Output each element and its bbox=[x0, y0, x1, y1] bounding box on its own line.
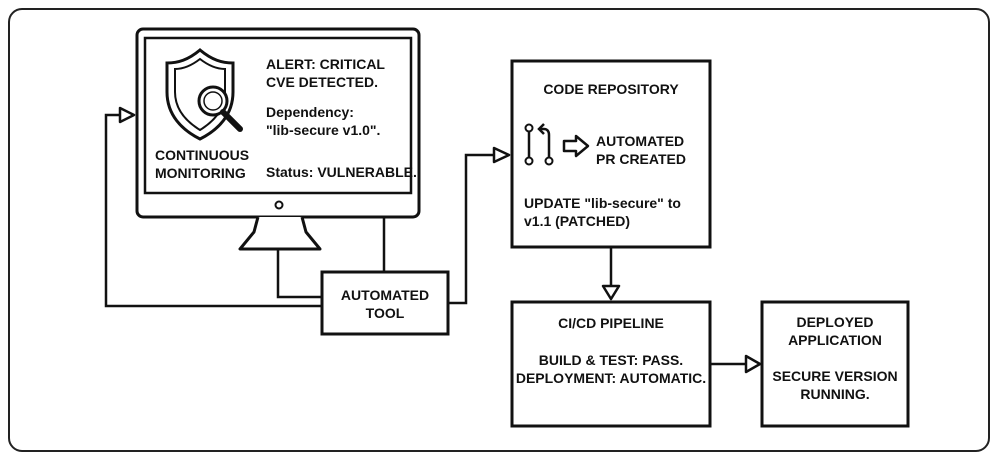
cicd-pipeline-title: CI/CD PIPELINE bbox=[558, 315, 664, 331]
deployed-application-box bbox=[760, 300, 910, 428]
code-repository-title: CODE REPOSITORY bbox=[543, 81, 679, 97]
monitor-stand bbox=[238, 216, 322, 251]
diagram-frame bbox=[8, 8, 990, 452]
power-button-icon bbox=[274, 200, 284, 210]
connector-tool-to-monitor bbox=[104, 113, 322, 308]
code-repository-box bbox=[510, 59, 712, 249]
cicd-pipeline-details: BUILD & TEST: PASS. DEPLOYMENT: AUTOMATI… bbox=[515, 352, 707, 386]
arrow-right-icon bbox=[562, 134, 590, 158]
automated-tool-label: AUTOMATED TOOL bbox=[340, 287, 430, 321]
connector-tool-to-repo bbox=[448, 153, 494, 305]
connector-monitor-to-tool-left bbox=[276, 249, 322, 299]
continuous-monitoring-label: CONTINUOUS MONITORING bbox=[155, 147, 250, 181]
arrowhead-to-pipeline bbox=[601, 284, 621, 301]
alert-title: ALERT: CRITICAL CVE DETECTED. bbox=[266, 56, 385, 90]
pull-request-icon bbox=[524, 123, 554, 166]
shield-magnifier-icon bbox=[165, 48, 243, 141]
arrowhead-to-monitor bbox=[118, 106, 136, 124]
arrowhead-to-repo bbox=[492, 146, 511, 164]
status-text: Status: VULNERABLE. bbox=[266, 164, 417, 180]
deployed-application-title: DEPLOYED APPLICATION bbox=[788, 314, 882, 348]
deployed-application-status: SECURE VERSION RUNNING. bbox=[772, 368, 898, 402]
dependency-text: Dependency: "lib-secure v1.0". bbox=[266, 104, 381, 138]
cicd-pipeline-box bbox=[510, 300, 712, 428]
automated-tool-box bbox=[320, 270, 450, 336]
update-text: UPDATE "lib-secure" to v1.1 (PATCHED) bbox=[524, 195, 681, 229]
automated-pr-label: AUTOMATED PR CREATED bbox=[596, 133, 686, 167]
arrowhead-to-deployed bbox=[744, 354, 762, 374]
